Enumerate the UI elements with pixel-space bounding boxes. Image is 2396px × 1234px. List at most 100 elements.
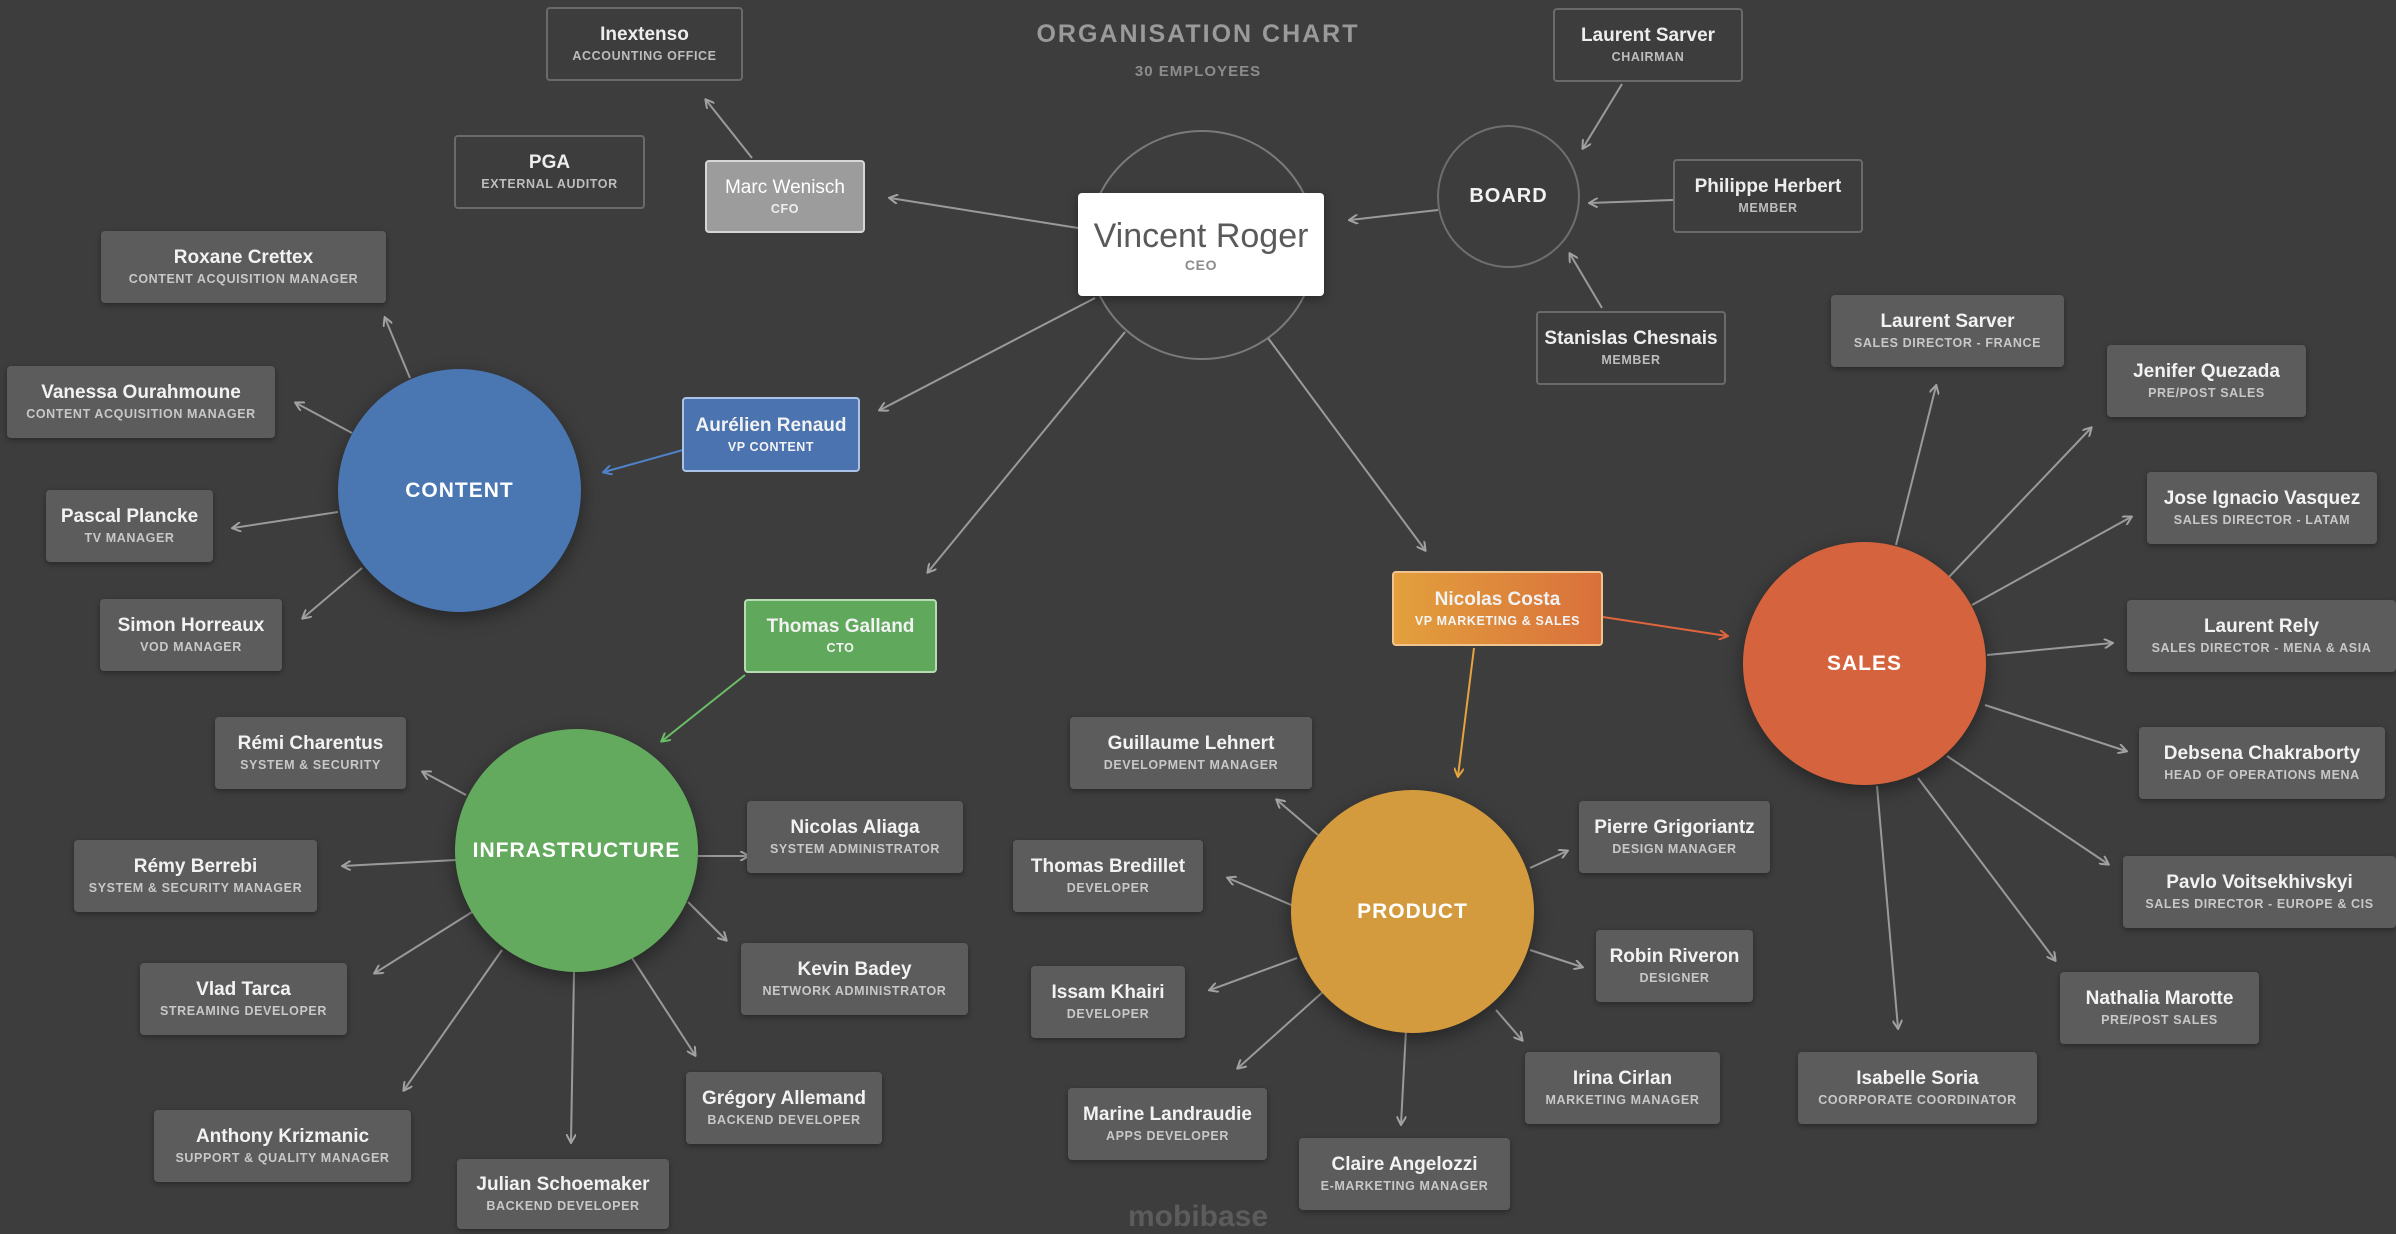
employee-card[interactable]: Debsena Chakraborty HEAD OF OPERATIONS M…: [2139, 727, 2385, 799]
board-member-card[interactable]: Laurent Sarver CHAIRMAN: [1553, 8, 1743, 82]
employee-card[interactable]: Anthony Krizmanic SUPPORT & QUALITY MANA…: [154, 1110, 411, 1182]
board-label: BOARD: [1469, 185, 1548, 207]
department-infrastructure[interactable]: INFRASTRUCTURE: [455, 729, 698, 972]
cfo-role: CFO: [770, 201, 800, 216]
edge-content-simon: [303, 567, 363, 618]
employee-card[interactable]: Isabelle Soria COORPORATE COORDINATOR: [1798, 1052, 2037, 1124]
vp-content-card[interactable]: Aurélien Renaud VP CONTENT: [682, 397, 860, 472]
edge-sales-debsena: [1984, 704, 2126, 751]
ceo-card[interactable]: Vincent Roger CEO: [1078, 193, 1324, 296]
department-sales[interactable]: SALES: [1743, 542, 1986, 785]
employee-role: DESIGN MANAGER: [1612, 842, 1737, 856]
employee-card[interactable]: Laurent Sarver SALES DIRECTOR - FRANCE: [1831, 295, 2064, 367]
employee-card[interactable]: Pierre Grigoriantz DESIGN MANAGER: [1579, 801, 1770, 873]
edge-product-irina: [1495, 1009, 1522, 1040]
edge-sales-jose: [1971, 517, 2131, 606]
employee-name: Thomas Bredillet: [1030, 856, 1186, 877]
edge-infra-remi: [423, 772, 467, 796]
employee-role: CONTENT ACQUISITION MANAGER: [128, 272, 359, 286]
edge-infra-kevin: [687, 901, 726, 940]
employee-role: BACKEND DEVELOPER: [707, 1113, 861, 1127]
employee-card[interactable]: Vanessa Ourahmoune CONTENT ACQUISITION M…: [7, 366, 275, 438]
edge-sales-nathalia: [1917, 777, 2055, 960]
edge-board-ceo: [1350, 209, 1439, 220]
edge-infra-julian: [571, 971, 574, 1142]
employee-name: Vlad Tarca: [196, 979, 291, 1000]
edge-content-roxane: [385, 318, 411, 379]
employee-card[interactable]: Robin Riveron DESIGNER: [1596, 930, 1753, 1002]
vp-name: Aurélien Renaud: [695, 414, 847, 436]
edge-infra-vlad: [375, 911, 473, 973]
employee-card[interactable]: Vlad Tarca STREAMING DEVELOPER: [140, 963, 347, 1035]
vp-sales-card[interactable]: Nicolas Costa VP MARKETING & SALES: [1392, 571, 1603, 646]
employee-name: Grégory Allemand: [701, 1088, 866, 1109]
employee-card[interactable]: Marine Landraudie APPS DEVELOPER: [1068, 1088, 1267, 1160]
employee-card[interactable]: Pavlo Voitsekhivskyi SALES DIRECTOR - EU…: [2123, 856, 2396, 928]
department-label: INFRASTRUCTURE: [472, 838, 681, 862]
member-name: Stanislas Chesnais: [1544, 328, 1718, 349]
external-partner-card[interactable]: Inextenso ACCOUNTING OFFICE: [546, 7, 743, 81]
employee-card[interactable]: Jose Ignacio Vasquez SALES DIRECTOR - LA…: [2147, 472, 2377, 544]
employee-name: Kevin Badey: [797, 959, 912, 980]
employee-name: Pavlo Voitsekhivskyi: [2166, 872, 2353, 893]
employee-name: Vanessa Ourahmoune: [41, 382, 241, 403]
employee-card[interactable]: Rémi Charentus SYSTEM & SECURITY: [215, 717, 406, 789]
employee-card[interactable]: Grégory Allemand BACKEND DEVELOPER: [686, 1072, 882, 1144]
employee-card[interactable]: Guillaume Lehnert DEVELOPMENT MANAGER: [1070, 717, 1312, 789]
employee-role: SALES DIRECTOR - MENA & ASIA: [2151, 641, 2372, 655]
employee-name: Jose Ignacio Vasquez: [2163, 488, 2361, 509]
employee-card[interactable]: Rémy Berrebi SYSTEM & SECURITY MANAGER: [74, 840, 317, 912]
department-label: CONTENT: [405, 478, 514, 502]
employee-name: Claire Angelozzi: [1331, 1154, 1478, 1175]
employee-card[interactable]: Issam Khairi DEVELOPER: [1031, 966, 1185, 1038]
employee-card[interactable]: Jenifer Quezada PRE/POST SALES: [2107, 345, 2306, 417]
employee-role: CONTENT ACQUISITION MANAGER: [26, 407, 256, 421]
edge-product-thomas: [1228, 878, 1297, 908]
partner-name: PGA: [528, 152, 571, 173]
employee-role: DEVELOPER: [1066, 1007, 1150, 1021]
employee-name: Irina Cirlan: [1572, 1068, 1673, 1089]
employee-name: Simon Horreaux: [117, 615, 265, 636]
employee-role: BACKEND DEVELOPER: [486, 1199, 640, 1213]
employee-card[interactable]: Claire Angelozzi E-MARKETING MANAGER: [1299, 1138, 1510, 1210]
board-circle[interactable]: BOARD: [1437, 125, 1580, 268]
employee-card[interactable]: Nicolas Aliaga SYSTEM ADMINISTRATOR: [747, 801, 963, 873]
board-member-card[interactable]: Philippe Herbert MEMBER: [1673, 159, 1863, 233]
board-member-card[interactable]: Stanislas Chesnais MEMBER: [1536, 311, 1726, 385]
vp-name: Thomas Galland: [766, 616, 915, 637]
external-partner-card[interactable]: PGA EXTERNAL AUDITOR: [454, 135, 645, 209]
cto-card[interactable]: Thomas Galland CTO: [744, 599, 937, 673]
employee-role: SUPPORT & QUALITY MANAGER: [175, 1151, 390, 1165]
employee-card[interactable]: Simon Horreaux VOD MANAGER: [100, 599, 282, 671]
edge-cto-dept: [662, 674, 746, 741]
partner-role: EXTERNAL AUDITOR: [481, 177, 618, 191]
cfo-card[interactable]: Marc Wenisch CFO: [705, 160, 865, 233]
employee-card[interactable]: Kevin Badey NETWORK ADMINISTRATOR: [741, 943, 968, 1015]
edge-sales-jenifer: [1947, 428, 2091, 579]
edge-ceo-vp-sales: [1267, 337, 1425, 550]
employee-card[interactable]: Nathalia Marotte PRE/POST SALES: [2060, 972, 2259, 1044]
employee-role: SALES DIRECTOR - LATAM: [2173, 513, 2351, 527]
department-product[interactable]: PRODUCT: [1291, 790, 1534, 1033]
partner-name: Inextenso: [600, 24, 689, 45]
employee-card[interactable]: Thomas Bredillet DEVELOPER: [1013, 840, 1203, 912]
employee-count: 30 EMPLOYEES: [1134, 63, 1262, 80]
employee-name: Julian Schoemaker: [476, 1174, 650, 1195]
employee-role: E-MARKETING MANAGER: [1320, 1179, 1489, 1193]
edge-ceo-vp-content: [880, 297, 1096, 410]
employee-name: Anthony Krizmanic: [195, 1126, 370, 1147]
employee-name: Nathalia Marotte: [2085, 988, 2234, 1009]
employee-name: Rémy Berrebi: [133, 856, 258, 877]
department-content[interactable]: CONTENT: [338, 369, 581, 612]
employee-card[interactable]: Julian Schoemaker BACKEND DEVELOPER: [457, 1159, 669, 1229]
employee-card[interactable]: Irina Cirlan MARKETING MANAGER: [1525, 1052, 1720, 1124]
employee-card[interactable]: Roxane Crettex CONTENT ACQUISITION MANAG…: [101, 231, 386, 303]
employee-name: Laurent Rely: [2203, 616, 2320, 637]
employee-card[interactable]: Pascal Plancke TV MANAGER: [46, 490, 213, 562]
vp-role: VP CONTENT: [727, 439, 815, 454]
employee-card[interactable]: Laurent Rely SALES DIRECTOR - MENA & ASI…: [2127, 600, 2396, 672]
vp-name: Nicolas Costa: [1434, 588, 1561, 610]
edge-content-pascal: [233, 511, 339, 528]
edge-sales-laurent-rely: [1986, 643, 2112, 656]
